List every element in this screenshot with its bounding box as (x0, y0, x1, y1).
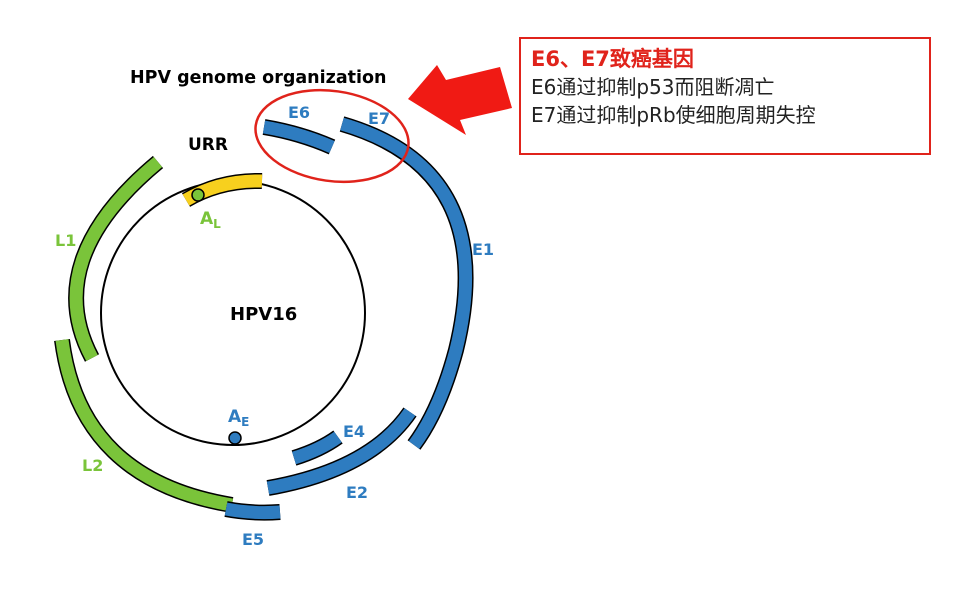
center-label: HPV16 (230, 304, 297, 325)
gene-label-e1: E1 (472, 240, 494, 259)
highlight-ellipse (254, 88, 410, 184)
promoter-early-label: AE (228, 407, 249, 429)
gene-e2-arc-fill (266, 408, 416, 495)
promoter-late-label: AL (200, 209, 221, 231)
gene-e4-arc-fill (292, 431, 342, 465)
promoter-early-sub: E (241, 415, 249, 429)
gene-e5-arc-fill (224, 502, 281, 520)
callout-line-e7: E7通过抑制pRb使细胞周期失控 (531, 103, 816, 127)
promoter-late-sub: L (213, 217, 221, 231)
diagram-title: HPV genome organization (130, 68, 386, 88)
gene-e2-arc (266, 407, 417, 496)
gene-label-e7: E7 (368, 109, 390, 128)
promoter-early-main: A (228, 407, 242, 427)
callout-title: E6、E7致癌基因 (531, 47, 694, 71)
gene-e7-e1-arc-fill (340, 117, 473, 449)
gene-label-l2: L2 (82, 456, 103, 475)
gene-label-l1: L1 (55, 231, 76, 250)
gene-label-e2: E2 (346, 483, 368, 502)
gene-e6-arc-fill (262, 120, 335, 153)
oncogene-callout-box: E6、E7致癌基因 E6通过抑制p53而阻断凋亡 E7通过抑制pRb使细胞周期失… (519, 37, 931, 155)
callout-line-e6: E6通过抑制p53而阻断凋亡 (531, 75, 775, 99)
red-arrow-icon (408, 65, 512, 135)
gene-label-e5: E5 (242, 530, 264, 549)
gene-label-e4: E4 (343, 422, 365, 441)
gene-l2-arc-fill (55, 339, 234, 512)
gene-l1-arc-fill (69, 157, 163, 362)
promoter-late-main: A (200, 209, 214, 229)
gene-label-e6: E6 (288, 103, 310, 122)
urr-label: URR (188, 135, 228, 155)
promoter-early-dot (228, 431, 242, 445)
promoter-late-dot (191, 188, 205, 202)
